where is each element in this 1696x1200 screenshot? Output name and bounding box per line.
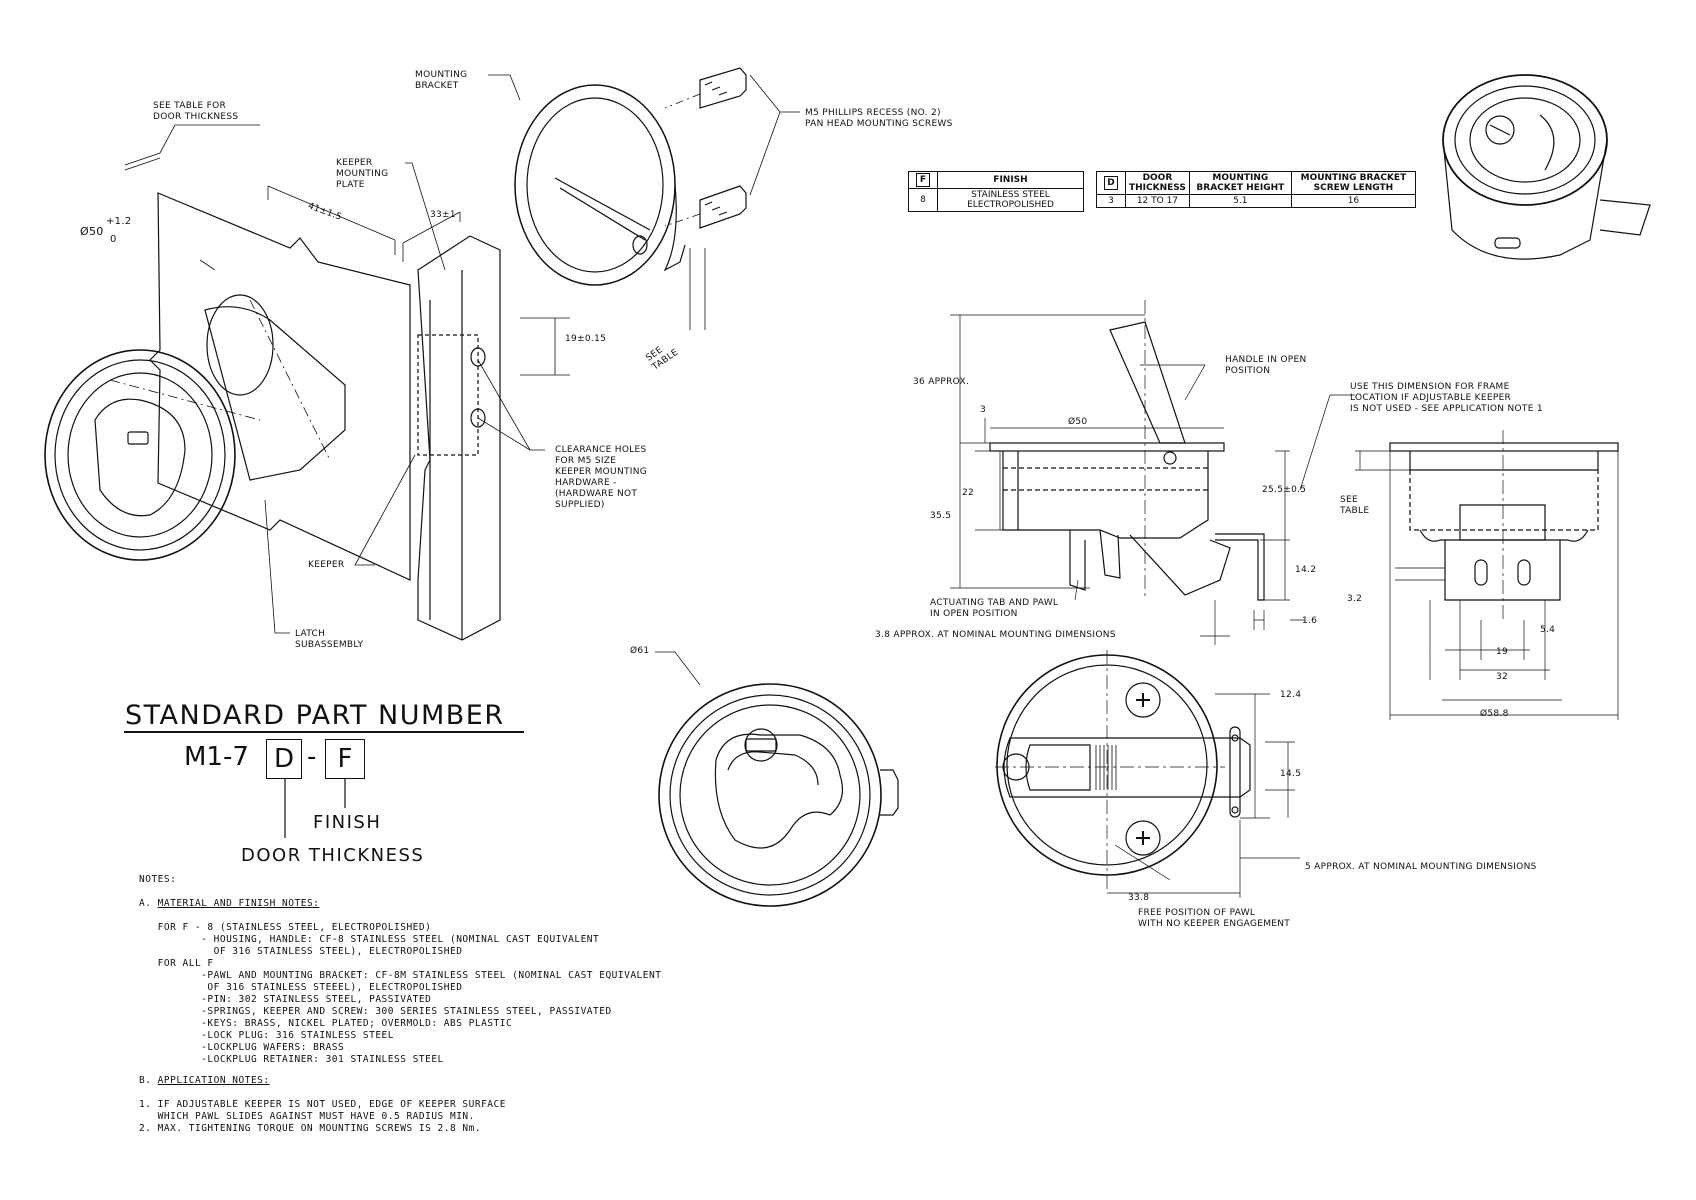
label-d124: 12.4	[1280, 690, 1302, 700]
door-height: 5.1	[1188, 194, 1292, 208]
label-free-pawl: FREE POSITION OF PAWL WITH NO KEEPER ENG…	[1138, 908, 1291, 929]
label-d588: Ø58.8	[1480, 709, 1509, 719]
label-d54: 5.4	[1540, 625, 1556, 635]
screw-top	[664, 67, 747, 109]
label-d142: 14.2	[1295, 565, 1317, 575]
label-approx36: 36 APPROX.	[913, 377, 970, 387]
finish-code: 8	[908, 188, 938, 212]
door-header-height: MOUNTING BRACKET HEIGHT	[1188, 171, 1292, 195]
door-thickness-label: DOOR THICKNESS	[241, 845, 425, 866]
door-header-screw: MOUNTING BRACKET SCREW LENGTH	[1290, 171, 1417, 195]
door-screw: 16	[1290, 194, 1417, 208]
label-dim19: 19±0.15	[565, 334, 607, 344]
front-view	[655, 651, 899, 907]
label-approx38: 3.8 APPROX. AT NOMINAL MOUNTING DIMENSIO…	[875, 630, 1116, 640]
door-header-thickness: DOOR THICKNESS	[1125, 171, 1190, 195]
label-d255: 25.5±0.5	[1262, 485, 1307, 495]
label-dia50: Ø50	[80, 225, 104, 238]
label-d16: 1.6	[1302, 616, 1318, 626]
phillips-screw-head-bottom	[1125, 820, 1161, 856]
door-thickness-table: D DOOR THICKNESS MOUNTING BRACKET HEIGHT…	[1096, 171, 1417, 208]
bottom-view	[995, 650, 1300, 898]
notes-b-body: 1. IF ADJUSTABLE KEEPER IS NOT USED, EDG…	[139, 1099, 506, 1134]
label-approx5: 5 APPROX. AT NOMINAL MOUNTING DIMENSIONS	[1305, 862, 1537, 872]
exploded-view	[44, 67, 800, 641]
finish-header: FINISH	[937, 171, 1084, 189]
notes-a-body: FOR F - 8 (STAINLESS STEEL, ELECTROPOLIS…	[157, 922, 662, 1065]
part-number-leaders	[284, 778, 346, 838]
label-d32a: 3.2	[1347, 594, 1363, 604]
label-see-table-door: SEE TABLE FOR DOOR THICKNESS	[153, 101, 239, 122]
notes-heading: NOTES:	[139, 874, 177, 885]
title-underline	[124, 731, 524, 733]
screw-bottom	[664, 185, 747, 229]
label-d3: 3	[980, 405, 987, 415]
label-handle-open: HANDLE IN OPEN POSITION	[1225, 355, 1307, 376]
door-key-icon: D	[1104, 176, 1118, 190]
door-code: 3	[1096, 194, 1126, 208]
part-number-prefix: M1-7	[184, 742, 249, 772]
label-d22: 22	[962, 488, 975, 498]
phillips-screw-head-top	[1125, 682, 1161, 718]
label-latch: LATCH SUBASSEMBLY	[295, 629, 364, 650]
end-view	[1299, 394, 1619, 720]
notes-a-heading: A. MATERIAL AND FINISH NOTES:	[139, 898, 320, 909]
label-see-table-r: SEE TABLE	[1340, 495, 1370, 516]
label-keeper: KEEPER	[308, 560, 345, 570]
part-number-box-f: F	[325, 739, 365, 779]
door-range: 12 TO 17	[1125, 194, 1190, 208]
finish-label: FINISH	[313, 812, 382, 833]
part-number-dash: -	[307, 742, 317, 772]
label-actuating: ACTUATING TAB AND PAWL IN OPEN POSITION	[930, 598, 1059, 619]
label-mounting-bracket: MOUNTING BRACKET	[415, 70, 468, 91]
notes-b-heading: B. APPLICATION NOTES:	[139, 1075, 270, 1086]
finish-key-icon: F	[916, 173, 930, 187]
label-d32: 32	[1496, 672, 1509, 682]
label-dia50-tol-plus: +1.2	[106, 216, 132, 227]
page-title: STANDARD PART NUMBER	[125, 700, 505, 731]
label-d50b: Ø50	[1068, 417, 1088, 427]
part-number-box-d: D	[266, 739, 302, 779]
label-d338: 33.8	[1128, 893, 1150, 903]
label-dim33: 33±1	[430, 210, 456, 220]
product-3d-view	[1442, 74, 1651, 260]
label-use-dim: USE THIS DIMENSION FOR FRAME LOCATION IF…	[1350, 382, 1543, 414]
label-keeper-plate: KEEPER MOUNTING PLATE	[336, 158, 389, 190]
side-view	[950, 300, 1305, 645]
label-d145: 14.5	[1280, 769, 1302, 779]
label-clearance: CLEARANCE HOLES FOR M5 SIZE KEEPER MOUNT…	[555, 445, 648, 510]
label-screws: M5 PHILLIPS RECESS (NO. 2) PAN HEAD MOUN…	[805, 108, 953, 129]
label-d61: Ø61	[630, 646, 650, 656]
label-d355: 35.5	[930, 511, 952, 521]
label-dia50-tol-zero: 0	[110, 234, 117, 245]
label-d19: 19	[1496, 647, 1509, 657]
